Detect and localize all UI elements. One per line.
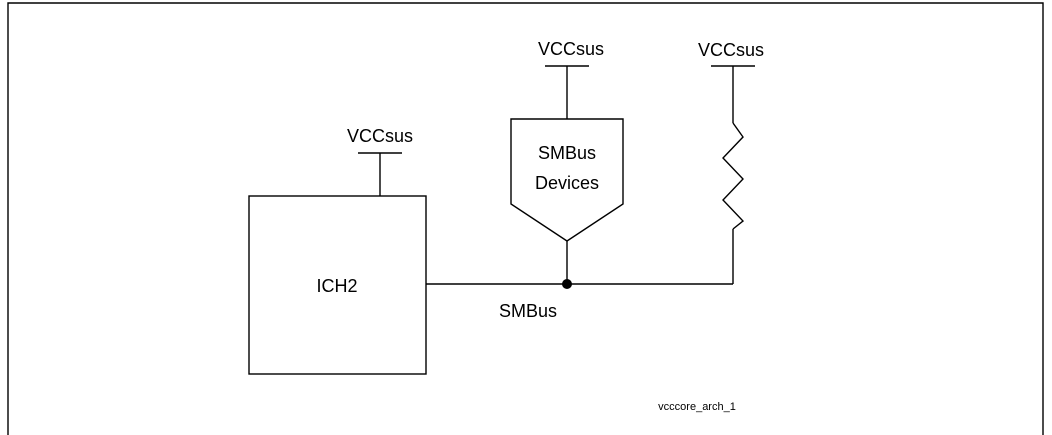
pullup-resistor [722,122,745,230]
pullup-supply-label: VCCsus [698,40,764,60]
junction-dot [562,279,572,289]
figure-id: vcccore_arch_1 [658,401,736,413]
device-label-line1: SMBus [538,143,596,163]
device-supply-label: VCCsus [538,39,604,59]
ich2-block [248,195,427,375]
smbus-device-block [510,118,624,242]
device-label-line2: Devices [535,173,599,193]
ich2-supply-label: VCCsus [347,126,413,146]
ich2-label: ICH2 [316,276,357,296]
smbus-label: SMBus [499,301,557,321]
figure-frame [7,2,1044,435]
